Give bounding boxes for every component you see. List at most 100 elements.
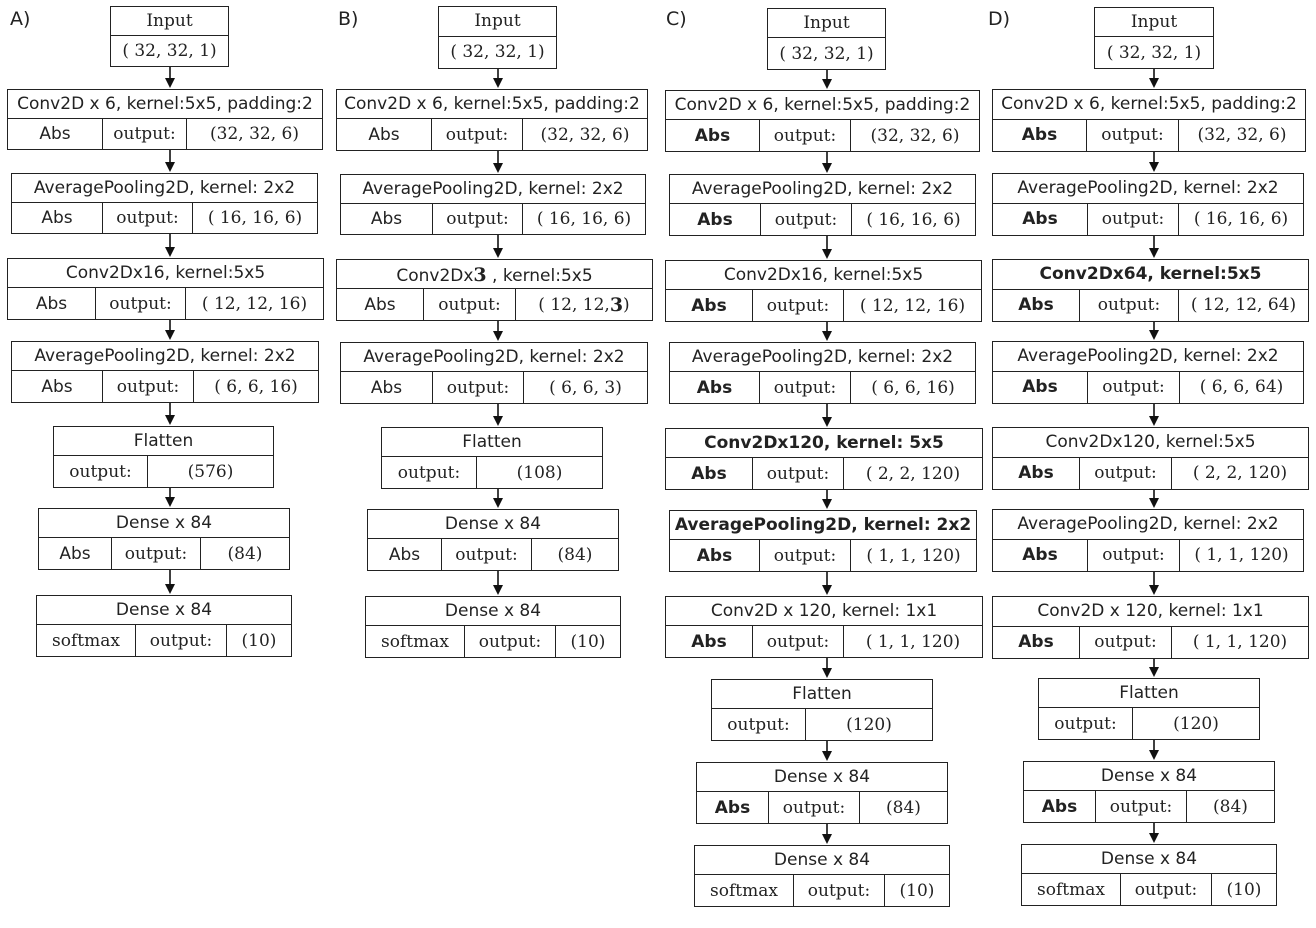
output-label: output: [1095,791,1186,822]
arrow-head-icon [493,498,503,508]
layer-title: Conv2D x 6, kernel:5x5, padding:2 [1001,94,1297,114]
input-shape: ( 32, 32, 1) [779,43,874,64]
activation-label: Abs [1021,125,1058,146]
layer-title: Dense x 84 [115,600,213,620]
activation-label: Abs [35,293,68,314]
layer-title: Conv2D x 6, kernel:5x5, padding:2 [17,94,313,114]
output-shape: ( 12, 12, 64) [1178,289,1308,321]
arrow-head-icon [822,499,832,509]
input-node: Input( 32, 32, 1) [767,8,886,70]
output-label: output: [95,288,185,319]
output-label: output: [1079,289,1178,321]
activation-label: Abs [1018,463,1054,484]
arrow-head-icon [493,78,503,88]
activation-label: Abs [691,463,727,484]
output-label: output: [135,625,226,656]
input-shape: ( 32, 32, 1) [1106,42,1202,63]
arrow-head-icon [822,834,832,844]
output-shape: (10) [555,626,620,657]
layer-title: Conv2Dx120, kernel: 5x5 [704,433,944,453]
layer-title: Flatten [462,432,522,452]
output-label: output: [432,203,522,234]
output-shape: (84) [1186,791,1274,822]
output-shape: (84) [200,538,289,569]
output-label: output: [111,538,200,569]
arrow-head-icon [493,585,503,595]
activation-label: Abs [1018,632,1054,653]
input-title: Input [474,11,521,31]
layer-title: Flatten [792,684,852,704]
layer-title: AveragePooling2D, kernel: 2x2 [362,179,624,199]
arrow-head-icon [493,416,503,426]
activation-label: Abs [39,123,71,144]
input-shape: ( 32, 32, 1) [450,42,545,63]
arrow-head-icon [165,247,175,257]
output-label: output: [727,714,790,735]
input-shape-row: ( 32, 32, 1) [768,37,885,69]
output-shape: (120) [1132,708,1259,739]
arrow-head-icon [1149,833,1159,843]
output-shape: (10) [226,625,291,656]
panel-label: B) [338,8,359,30]
activation-label: Abs [1022,209,1058,230]
arrow-head-icon [493,248,503,258]
arrow-head-icon [165,78,175,88]
layer-title: Dense x 84 [1100,766,1198,786]
layer-title: Conv2Dx120, kernel:5x5 [1045,432,1256,452]
input-node: Input ( 32, 32, 1) [438,6,557,69]
activation-label: Abs [697,209,733,230]
arrow-head-icon [1149,416,1159,426]
arrow-head-icon [1149,750,1159,760]
output-shape: (32, 32, 6) [186,118,322,149]
panel-label: D) [988,8,1011,30]
activation-label: Abs [696,377,733,398]
input-shape: ( 32, 32, 1) [122,40,217,61]
output-label: output: [102,371,193,402]
layer-detail-row: output: (120) [712,708,932,740]
output-shape: (120) [805,709,932,740]
arrow-head-icon [1149,248,1159,258]
activation-label: Abs [41,207,73,228]
output-shape: (84) [859,792,947,823]
panel-label: A) [10,8,31,30]
activation-label: Abs [1022,545,1058,566]
layer-title: AveragePooling2D, kernel: 2x2 [1017,178,1279,198]
layer-title: AveragePooling2D, kernel: 2x2 [34,346,296,366]
output-shape: ( 2, 2, 120) [843,458,982,489]
output-label: output: [464,626,555,657]
output-shape: ( 6, 6, 16) [193,371,318,402]
arrow-head-icon [1149,667,1159,677]
output-shape: ( 6, 6, 64) [1179,371,1303,403]
layer-title: Conv2D x 120, kernel: 1x1 [710,601,938,621]
output-label: output: [1086,119,1178,151]
output-label: output: [423,289,515,320]
output-label: output: [1054,713,1117,734]
arrow-head-icon [822,163,832,173]
